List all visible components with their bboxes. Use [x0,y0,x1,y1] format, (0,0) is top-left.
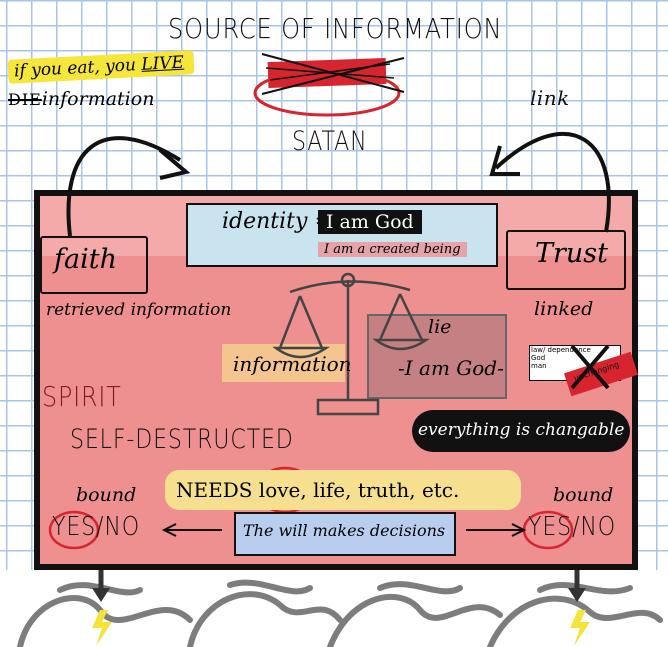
will-text: The will makes decisions [243,521,446,540]
scale-icon [272,272,431,416]
yes-no-right: YES/NO [528,512,616,542]
yes-no-left: YES/NO [52,512,140,542]
identity-prefix: identity = [222,209,333,234]
left-arrow-head [158,148,191,180]
faith-label: faith [54,244,117,275]
yes-left-circle [48,510,100,550]
changable-text: everything is changable [418,420,625,440]
die-information-note: DIEinformation [8,88,154,110]
spirit-label: SPIRIT [42,380,122,413]
right-arrow-head [489,145,520,176]
right-arrow [494,131,611,233]
faith-box [40,236,148,294]
lie-label: lie [428,316,452,338]
bound-left: bound [76,484,137,506]
will-box [234,512,456,556]
needs-highlight [165,470,521,510]
lie-box [367,314,507,399]
down-arrow-right [568,570,586,602]
lightning-icon-left [92,610,112,646]
bound-right: bound [553,484,614,506]
lightning-icon-right [570,610,590,646]
trust-caption: linked [534,298,594,320]
identity-claim: I am God [318,210,422,234]
self-destructed-label: SELF-DESTRUCTED [70,424,294,455]
die-word: DIE [8,90,42,109]
needs-text: NEEDS love, life, truth, etc. [176,478,460,502]
law-text: law/ dependence God man [531,346,591,370]
lie-claim: -I am God- [398,356,504,380]
identity-creature: I am a created being [318,242,467,257]
left-arrow [66,136,182,237]
link-note: link [530,86,570,110]
information-word: information [41,88,155,110]
trust-label: Trust [535,238,609,269]
trust-box [506,230,626,290]
down-arrow-left [92,570,110,602]
satan-label: SATAN [292,126,368,157]
changable-badge [412,410,630,452]
page-title: SOURCE OF INFORMATION [168,12,503,45]
information-label: information [233,352,352,376]
faith-caption: retrieved information [46,300,232,320]
